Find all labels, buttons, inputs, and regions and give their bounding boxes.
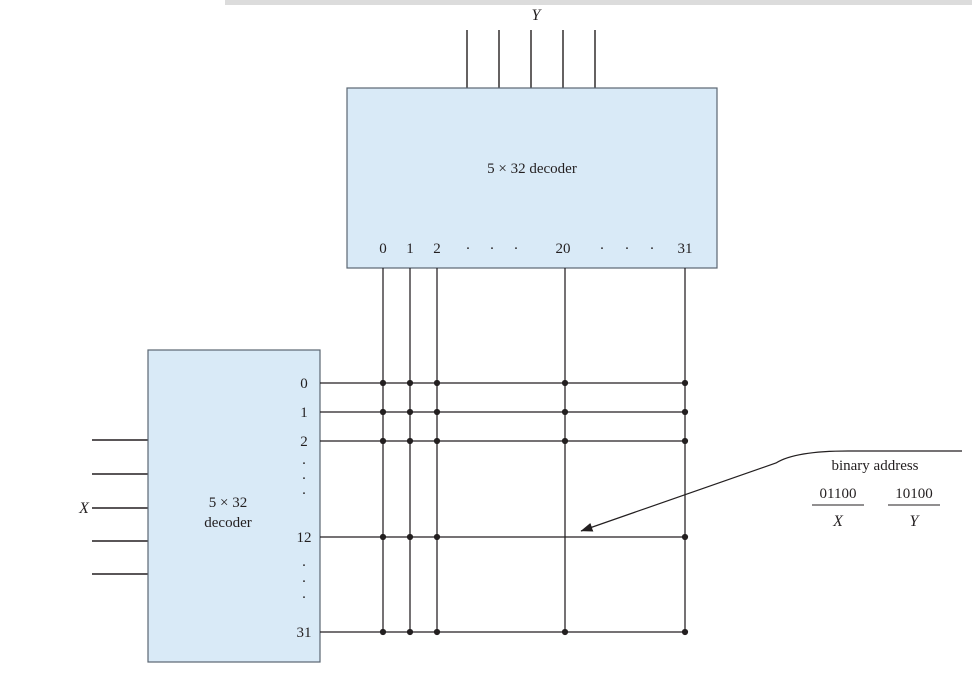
y-input-lines (466, 30, 596, 88)
top-decoder-output-wires (382, 268, 686, 632)
annotation-title: binary address (831, 458, 918, 474)
left-output-label-1: 1 (300, 405, 308, 421)
x-input-lines (92, 439, 148, 575)
annotation-x-value: 01100 (820, 486, 857, 502)
top-output-ellipsis-dot: · (490, 241, 495, 257)
annotation-y-label: Y (910, 513, 921, 530)
left-output-label-12: 12 (297, 530, 312, 546)
left-output-ellipsis-dot: · (302, 471, 307, 487)
top-decoder-output-labels: 0 1 2 · · · 20 · · · 31 (379, 241, 692, 257)
top-output-label-0: 0 (379, 241, 387, 257)
left-output-ellipsis-dot: · (302, 456, 307, 472)
top-output-ellipsis-dot: · (650, 241, 655, 257)
left-decoder-label-line1: 5 × 32 (209, 495, 247, 511)
left-decoder-label-line2: decoder (204, 515, 251, 531)
left-output-label-31: 31 (297, 625, 312, 641)
top-output-label-20: 20 (556, 241, 571, 257)
left-output-ellipsis-dot: · (302, 574, 307, 590)
annotation-y-value: 10100 (895, 486, 933, 502)
top-output-ellipsis-dot: · (625, 241, 630, 257)
top-output-ellipsis-dot: · (600, 241, 605, 257)
annotation-x-label: X (832, 513, 844, 530)
left-decoder-box (147, 349, 321, 663)
top-output-label-2: 2 (433, 241, 441, 257)
left-output-label-2: 2 (300, 434, 308, 450)
top-output-ellipsis-dot: · (466, 241, 471, 257)
left-output-ellipsis-dot: · (302, 486, 307, 502)
top-decoder-label: 5 × 32 decoder (487, 161, 577, 177)
top-decoder-box (346, 87, 718, 269)
page-edge-strip (225, 0, 972, 5)
left-output-ellipsis-dot: · (302, 558, 307, 574)
top-output-ellipsis-dot: · (514, 241, 519, 257)
left-decoder-output-wires (320, 382, 685, 633)
crosspoint-dots (379, 379, 689, 636)
top-output-label-1: 1 (406, 241, 414, 257)
callout-arrow (580, 450, 962, 532)
y-input-label: Y (532, 7, 543, 24)
left-output-ellipsis-dot: · (302, 590, 307, 606)
binary-address-annotation: binary address 01100 10100 X Y (812, 458, 940, 530)
left-decoder-output-labels: 0 1 2 · · · 12 · · · 31 (297, 376, 312, 641)
left-output-label-0: 0 (300, 376, 308, 392)
x-input-label: X (78, 500, 90, 517)
top-output-label-31: 31 (678, 241, 693, 257)
